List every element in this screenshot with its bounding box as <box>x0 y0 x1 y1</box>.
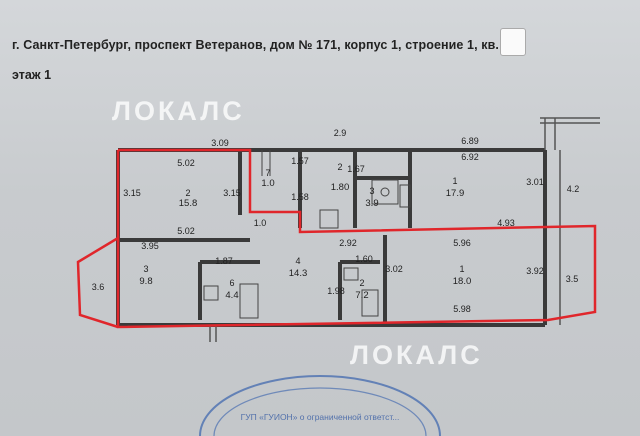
watermark-top: ЛОКАЛС <box>112 96 245 126</box>
room-2-area: 15.8 <box>179 198 198 209</box>
dim-label: 5.98 <box>453 304 471 314</box>
room-6-number: 6 <box>229 278 234 288</box>
room-1b-area: 18.0 <box>453 276 472 287</box>
room-2-number: 2 <box>185 188 190 198</box>
dim-label: 1.60 <box>355 254 373 264</box>
room-1b-number: 1 <box>459 264 464 274</box>
room-4-area: 14.3 <box>289 268 308 279</box>
floor-label: этаж 1 <box>12 68 52 82</box>
room-3b-number: 3 <box>143 264 148 274</box>
dim-label: 1.67 <box>347 164 365 174</box>
dim-label: 1.98 <box>327 286 345 296</box>
svg-text:ГУП «ГУИОН» о ограниченной отв: ГУП «ГУИОН» о ограниченной ответст... <box>241 412 400 422</box>
room-7-area: 1.0 <box>261 178 274 189</box>
dim-label: 5.02 <box>177 158 195 168</box>
dim-label: 1.87 <box>215 256 233 266</box>
dim-label: 3.15 <box>123 188 141 198</box>
redacted-apartment-number <box>500 28 526 56</box>
room-6-area: 4.4 <box>225 290 238 301</box>
dim-label: 3.01 <box>526 177 544 187</box>
dim-label: 3.92 <box>526 266 544 276</box>
dim-label: 1.0 <box>254 218 267 228</box>
room-1-area: 17.9 <box>446 188 465 199</box>
room-3-area: 3.9 <box>365 198 378 209</box>
room-2b-area: 7.2 <box>355 290 368 301</box>
dim-label: 3.09 <box>211 138 229 148</box>
dim-label: 3.15 <box>223 188 241 198</box>
office-stamp: ГУП «ГУИОН» о ограниченной ответст... <box>199 375 441 436</box>
dim-label: 6.92 <box>461 152 479 162</box>
dim-label: 5.02 <box>177 226 195 236</box>
dim-label: 5.96 <box>453 238 471 248</box>
address-line: г. Санкт-Петербург, проспект Ветеранов, … <box>12 38 499 52</box>
room-hall-area: 1.80 <box>331 182 350 193</box>
dim-label: 3.95 <box>141 241 159 251</box>
room-3-number: 3 <box>369 186 374 196</box>
room-1-number: 1 <box>452 176 457 186</box>
apartment-outline <box>76 148 597 329</box>
dim-label: 2.9 <box>334 128 347 138</box>
room-3b-area: 9.8 <box>139 276 152 287</box>
room-2b-number: 2 <box>359 278 364 288</box>
dim-label: 2.92 <box>339 238 357 248</box>
dim-label: 1.57 <box>291 156 309 166</box>
room-4-number: 4 <box>295 256 300 266</box>
dim-label: 3.02 <box>385 264 403 274</box>
room-hall-number: 2 <box>337 162 342 172</box>
room-7-number: 7 <box>265 168 270 178</box>
watermark-bottom: ЛОКАЛС <box>350 340 483 370</box>
dim-label: 3.5 <box>566 274 579 284</box>
dim-label: 6.89 <box>461 136 479 146</box>
dim-label: 3.6 <box>92 282 105 292</box>
dim-label: 1.58 <box>291 192 309 202</box>
dim-label: 4.2 <box>567 184 580 194</box>
dim-label: 4.93 <box>497 218 515 228</box>
